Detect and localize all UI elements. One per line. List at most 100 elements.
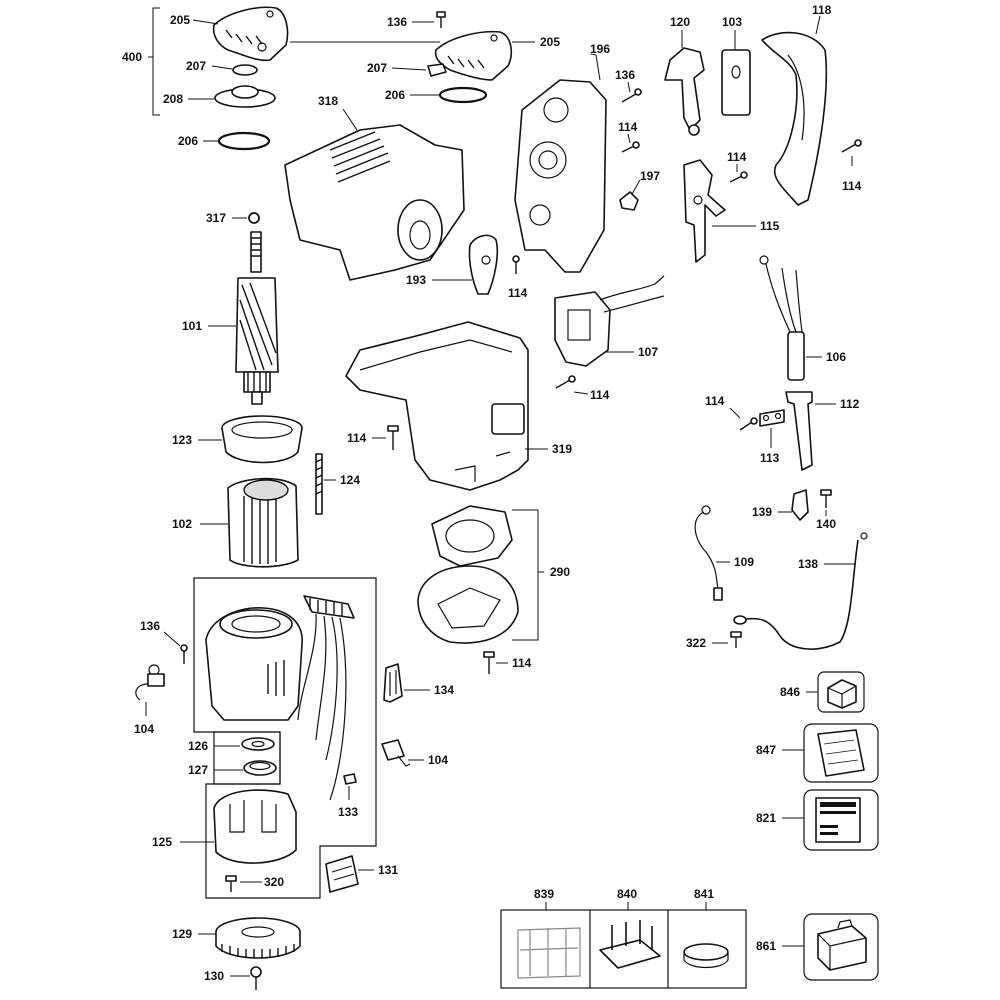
callout-193: 193	[406, 273, 426, 287]
callout-130: 130	[204, 969, 224, 983]
part-131-clip-ribs	[331, 865, 355, 881]
callout-821: 821	[756, 811, 776, 825]
part-101-gear-teeth	[251, 237, 261, 257]
callout-133: 133	[338, 805, 358, 819]
part-125-brush-holder	[213, 789, 297, 864]
callout-197: 197	[640, 169, 660, 183]
callout-106: 106	[826, 350, 846, 364]
frame-kit	[500, 909, 747, 989]
part-104-left-block	[147, 673, 165, 687]
part-106-ring-terminal	[759, 255, 769, 265]
part-129-fan-hub	[241, 926, 275, 938]
callout-841: 841	[694, 887, 714, 901]
callout-138: 138	[798, 557, 818, 571]
part-133-spring	[343, 773, 357, 785]
fan-group: 129 130	[172, 917, 301, 990]
part-318-vents	[329, 131, 391, 183]
part-322-screw-head	[730, 631, 742, 638]
part-123-baffle-body	[221, 427, 303, 464]
part-113-hole-left	[762, 414, 770, 422]
callout-114-c: 114	[727, 150, 747, 164]
accessories-right-group: 846 847 821	[756, 671, 879, 851]
part-102-laminations	[243, 494, 277, 564]
part-114-screw-shank-a	[621, 145, 635, 153]
part-205-right-slots	[447, 55, 485, 69]
motor-field-group: 123 124 102	[172, 415, 360, 568]
part-320-screw-head	[225, 875, 237, 882]
callout-136-top: 136	[387, 15, 407, 29]
part-318-bore	[409, 220, 431, 250]
part-821-text-bar-3	[820, 825, 838, 828]
frame-821	[803, 789, 879, 851]
part-101-windings	[239, 282, 277, 371]
callout-861: 861	[756, 939, 776, 953]
part-104-left-loop	[135, 683, 149, 701]
part-102-field	[227, 477, 299, 568]
part-205-left-screw-hole	[257, 42, 267, 52]
part-115-switch-bracket	[683, 159, 726, 263]
part-field-leads	[297, 613, 347, 801]
callout-103: 103	[722, 15, 742, 29]
part-205-left-cover	[212, 6, 289, 62]
assembly-400-group: 400 205 207 208 206	[122, 6, 440, 151]
callout-136-left: 136	[140, 619, 160, 633]
part-821-text-bar-4	[820, 832, 838, 835]
callout-126: 126	[188, 739, 208, 753]
part-319-motor-housing	[345, 321, 529, 491]
part-317-retaining-ring	[248, 212, 260, 224]
part-861-case-icon	[817, 925, 867, 971]
part-319-top-rim	[359, 339, 513, 371]
part-134-brush-lines	[389, 670, 397, 696]
part-103-switch-module	[721, 49, 751, 116]
part-205-right-hole	[490, 34, 498, 42]
part-109-end-top	[701, 505, 711, 515]
part-847-bag-lines	[823, 739, 859, 765]
part-196-middle-bore	[529, 141, 567, 179]
part-104-right-block	[381, 739, 405, 761]
part-107-switch	[554, 291, 611, 367]
part-terminal-pins	[309, 598, 343, 616]
part-106-wires	[765, 263, 803, 333]
frame-bearings	[213, 731, 281, 785]
frame-847	[803, 723, 879, 783]
callout-114-b: 114	[842, 179, 862, 193]
part-114-screw-head-a	[632, 141, 640, 149]
screws-near-196: 136 114	[615, 68, 642, 153]
callout-123: 123	[172, 433, 192, 447]
callout-113: 113	[760, 451, 780, 465]
callout-400: 400	[122, 50, 142, 64]
wire-leads-group: 139 140 109 138 322	[686, 489, 868, 650]
part-840-stand-base	[599, 939, 661, 969]
part-136-screw-head-3	[180, 644, 188, 652]
part-115-hole	[693, 195, 703, 205]
right-middle-group: 107 114 106 112 113 114	[554, 255, 860, 471]
part-107-switch-face	[567, 309, 591, 341]
part-290-lower-interior	[437, 587, 501, 629]
callout-114-a: 114	[618, 120, 638, 134]
part-126-bearing-bore	[251, 740, 265, 748]
part-131-clip	[325, 855, 359, 893]
callout-319: 319	[552, 442, 572, 456]
part-114-screw-head-b	[854, 139, 862, 147]
part-319-lower-detail	[454, 451, 511, 482]
callout-839: 839	[534, 887, 554, 901]
callout-107: 107	[638, 345, 658, 359]
part-101-shaft-top	[250, 231, 262, 273]
part-138-end-bottom	[733, 615, 747, 625]
part-114-screw-head-h	[483, 651, 495, 658]
callout-140: 140	[816, 517, 836, 531]
part-114-screw-head-g	[387, 425, 399, 432]
callout-139: 139	[752, 505, 772, 519]
part-101-commutator-bars	[247, 372, 267, 392]
part-205-left-slots	[225, 29, 263, 45]
part-118-inner-contour	[787, 54, 805, 141]
part-196-gear-housing-group: 196	[514, 42, 610, 273]
part-136-screw-head-2	[634, 88, 642, 96]
part-193-hole	[481, 255, 491, 265]
part-101-armature-group: 101	[182, 231, 279, 405]
part-126-bearing	[241, 737, 275, 751]
callout-318: 318	[318, 94, 338, 108]
small-parts-middle-left: 317 193 114	[206, 211, 528, 300]
callout-134: 134	[434, 683, 454, 697]
